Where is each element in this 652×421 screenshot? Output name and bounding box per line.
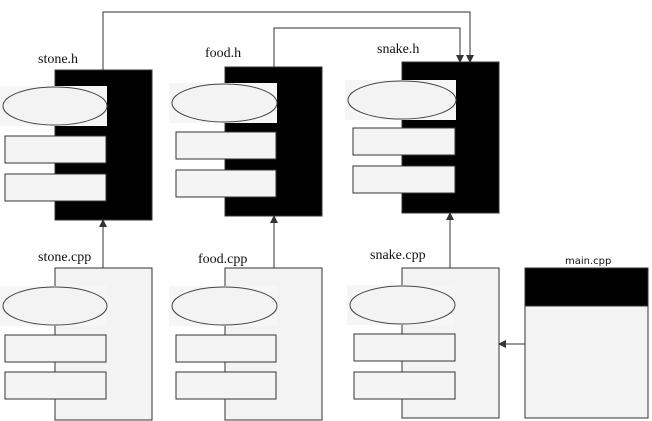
- member-box: [4, 173, 107, 202]
- class-ellipse: [171, 286, 278, 326]
- module-snake-h[interactable]: [345, 61, 500, 214]
- member-box: [4, 334, 107, 363]
- dependency-arrow: [102, 11, 474, 70]
- module-label: snake.h: [377, 42, 419, 57]
- module-label: stone.cpp: [38, 250, 91, 265]
- class-ellipse: [171, 83, 278, 123]
- class-ellipse: [349, 285, 456, 325]
- member-box: [352, 165, 456, 194]
- module-snake-cpp[interactable]: [347, 267, 500, 419]
- module-label: snake.cpp: [370, 248, 426, 263]
- module-main-cpp[interactable]: [524, 267, 649, 419]
- member-box: [352, 127, 456, 156]
- member-box: [175, 371, 277, 400]
- member-box: [175, 169, 277, 198]
- module-header-band: [524, 267, 649, 307]
- member-box: [175, 131, 277, 160]
- member-box: [175, 334, 277, 363]
- class-ellipse: [2, 286, 108, 326]
- member-box: [4, 371, 107, 400]
- member-box: [353, 333, 456, 362]
- module-stone-h[interactable]: [0, 69, 153, 221]
- module-label: stone.h: [38, 52, 78, 67]
- member-box: [353, 371, 456, 400]
- module-food-cpp[interactable]: [169, 267, 323, 421]
- module-label: main.cpp: [565, 256, 611, 267]
- member-box: [4, 135, 107, 164]
- module-label: food.cpp: [198, 252, 247, 267]
- module-stone-cpp[interactable]: [0, 267, 153, 421]
- module-food-h[interactable]: [169, 66, 323, 217]
- dependency-arrow: [273, 27, 464, 67]
- class-ellipse: [2, 86, 108, 126]
- module-label: food.h: [205, 46, 241, 61]
- class-ellipse: [347, 80, 457, 120]
